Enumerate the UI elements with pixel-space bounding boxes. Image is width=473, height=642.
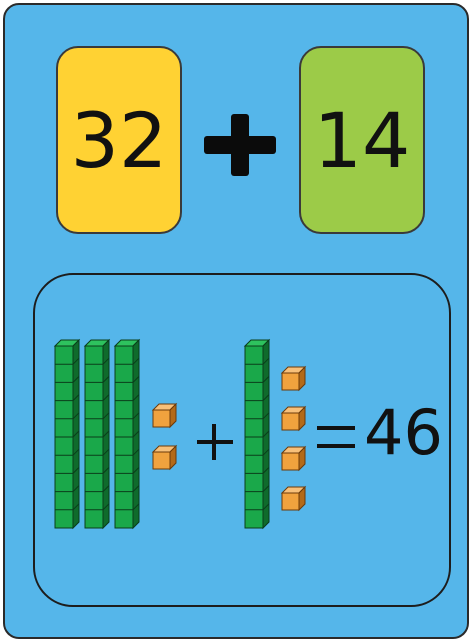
equals-icon [317,426,355,448]
unit-cube [282,407,305,430]
unit-cube [282,367,305,390]
ten-rod [85,340,109,528]
unit-cube [153,404,176,427]
sum-value: 46 [364,402,443,464]
small-plus-icon [197,424,233,460]
unit-cube [282,487,305,510]
unit-cube [153,446,176,469]
ten-rod [245,340,269,528]
unit-cube [282,447,305,470]
ten-rod [115,340,139,528]
ten-rod [55,340,79,528]
